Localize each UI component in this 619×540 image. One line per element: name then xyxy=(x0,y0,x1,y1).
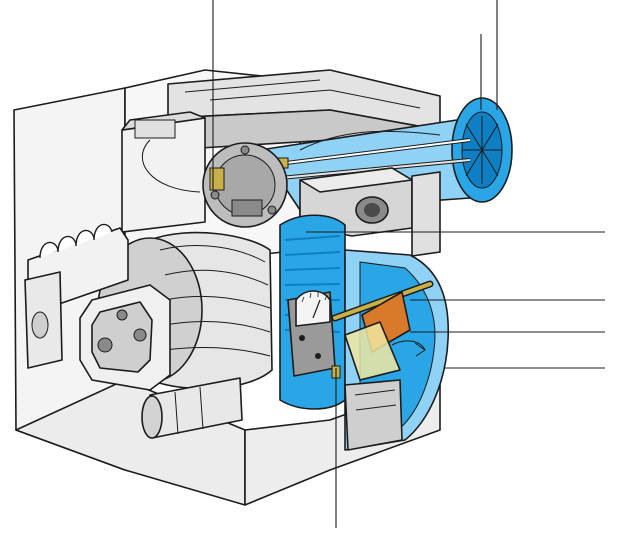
stabilizer-disc-icon xyxy=(462,116,502,184)
oil-filter xyxy=(141,377,243,439)
mounting-flange xyxy=(202,142,288,228)
callout-leaders xyxy=(212,0,605,528)
side-hub xyxy=(24,271,63,369)
air-damper-icon xyxy=(331,280,434,381)
dial-gauge-icon xyxy=(287,290,336,377)
fuel-pump-icon xyxy=(79,284,171,391)
control-box xyxy=(121,111,206,233)
